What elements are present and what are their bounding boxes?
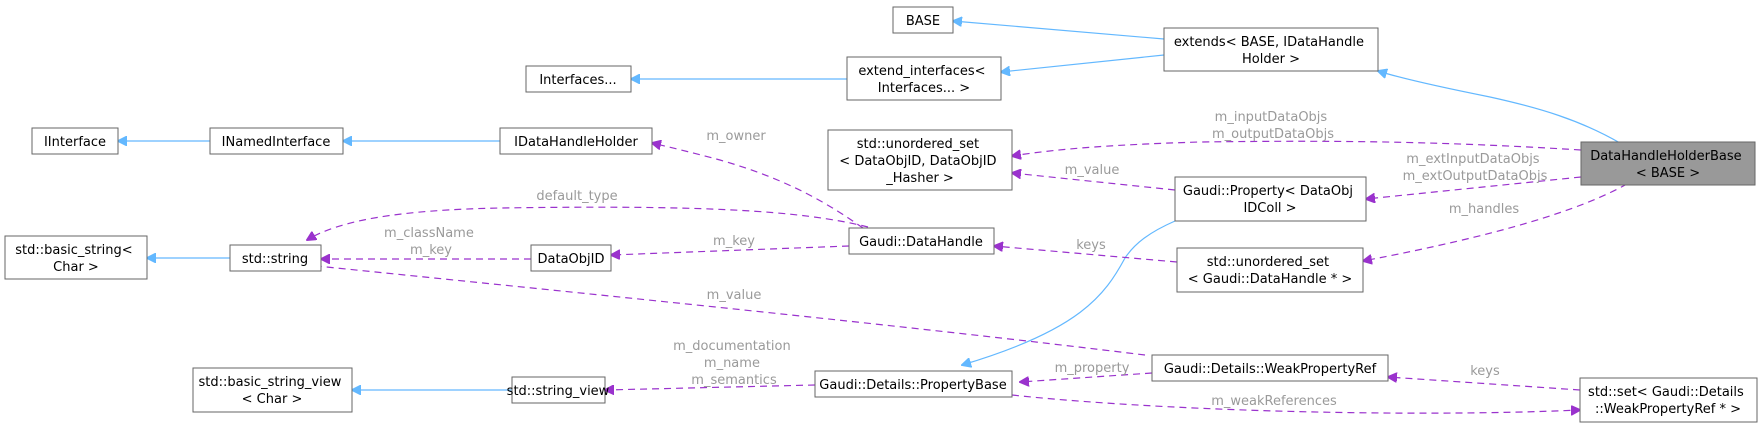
node-dataobjid-label: DataObjID	[538, 252, 605, 267]
node-extend-interfaces[interactable]: extend_interfaces< Interfaces... >	[846, 56, 1002, 101]
node-propertybase-label: Gaudi::Details::PropertyBase	[819, 378, 1006, 393]
edge-holderbase-to-unordered-set-dataobjid	[1012, 140, 1582, 156]
node-std-string-label: std::string	[242, 252, 308, 267]
node-inamedinterface[interactable]: INamedInterface	[209, 127, 344, 155]
node-idatahandleholder-label: IDataHandleHolder	[514, 135, 638, 150]
edge-holderbase-to-property	[1366, 176, 1582, 199]
edge-datahandle-to-std-string-default-type	[307, 206, 869, 240]
label-m-weakreferences: m_weakReferences	[1211, 394, 1337, 409]
label-ext-input-output-dataobjs: m_extInputDataObjs m_extOutputDataObjs	[1403, 152, 1548, 184]
edge-datahandleholderbase-to-extends	[1378, 71, 1621, 144]
node-unordered-set-dataobjid-label: std::unordered_set < DataObjID, DataObjI…	[839, 137, 1000, 186]
node-gaudi-datahandle[interactable]: Gaudi::DataHandle	[848, 227, 995, 255]
node-unordered-set-datahandle-label: std::unordered_set < Gaudi::DataHandle *…	[1188, 255, 1352, 287]
node-gaudi-property[interactable]: Gaudi::Property< DataObj IDColl >	[1174, 176, 1367, 222]
label-classname-key: m_className m_key	[384, 226, 478, 258]
node-std-basic-string[interactable]: std::basic_string< Char >	[4, 235, 148, 280]
edge-labels: m_owner default_type m_className m_key m…	[384, 110, 1548, 409]
label-m-value-bottom: m_value	[707, 288, 762, 303]
node-idatahandleholder[interactable]: IDataHandleHolder	[499, 127, 653, 155]
node-weakpropertyref[interactable]: Gaudi::Details::WeakPropertyRef	[1151, 354, 1389, 382]
node-weakpropertyref-label: Gaudi::Details::WeakPropertyRef	[1164, 362, 1377, 377]
node-std-string-view[interactable]: std::string_view	[507, 376, 610, 404]
node-iinterface-label: IInterface	[44, 135, 106, 150]
node-dataobjid[interactable]: DataObjID	[530, 244, 612, 272]
node-propertybase[interactable]: Gaudi::Details::PropertyBase	[814, 370, 1013, 398]
label-m-value-top: m_value	[1065, 163, 1120, 178]
edge-holderbase-to-unordered-set-datahandle	[1363, 183, 1628, 261]
label-doc-name-semantics: m_documentation m_name m_semantics	[673, 339, 795, 388]
label-default-type: default_type	[536, 189, 617, 204]
node-base-label: BASE	[906, 14, 940, 29]
label-input-output-dataobjs: m_inputDataObjs m_outputDataObjs	[1212, 110, 1334, 142]
node-inamedinterface-label: INamedInterface	[222, 135, 331, 150]
label-m-owner: m_owner	[706, 129, 766, 144]
inheritance-edges	[118, 21, 1621, 390]
node-std-basic-string-view-label: std::basic_string_view < Char >	[198, 375, 345, 407]
nodes: BASE extends< BASE, IDataHandle Holder >…	[4, 6, 1758, 423]
edge-extends-to-extend-interfaces	[1001, 54, 1165, 72]
node-unordered-set-datahandle[interactable]: std::unordered_set < Gaudi::DataHandle *…	[1176, 247, 1364, 293]
node-iinterface[interactable]: IInterface	[31, 127, 119, 155]
edge-datahandle-to-idatahandleholder	[652, 143, 864, 229]
node-extends-label: extends< BASE, IDataHandle Holder >	[1174, 35, 1368, 67]
node-std-basic-string-view[interactable]: std::basic_string_view < Char >	[192, 367, 353, 413]
edge-extends-to-base	[953, 21, 1165, 40]
edge-set-weakref-to-weakpropertyref	[1388, 377, 1581, 391]
edge-datahandle-to-dataobjid	[611, 245, 850, 255]
node-extend-interfaces-label: extend_interfaces< Interfaces... >	[858, 64, 989, 96]
edge-weakpropertyref-to-propertybase	[1020, 372, 1153, 382]
node-datahandleholderbase[interactable]: DataHandleHolderBase < BASE >	[1580, 141, 1756, 186]
node-gaudi-property-label: Gaudi::Property< DataObj IDColl >	[1183, 184, 1357, 216]
node-extends[interactable]: extends< BASE, IDataHandle Holder >	[1163, 27, 1379, 72]
edge-unordered-set-datahandle-to-datahandle	[994, 246, 1178, 263]
edge-property-to-propertybase	[962, 220, 1176, 365]
label-m-handles: m_handles	[1449, 202, 1519, 217]
label-keys-mid: keys	[1076, 238, 1106, 253]
node-std-string[interactable]: std::string	[229, 244, 322, 272]
usage-edges	[307, 140, 1628, 413]
node-datahandleholderbase-label: DataHandleHolderBase < BASE >	[1590, 149, 1746, 181]
node-unordered-set-dataobjid[interactable]: std::unordered_set < DataObjID, DataObjI…	[827, 129, 1013, 191]
edge-propertybase-to-set-weakref	[1011, 394, 1580, 413]
node-std-string-view-label: std::string_view	[507, 384, 610, 399]
node-std-set-weakref[interactable]: std::set< Gaudi::Details ::WeakPropertyR…	[1579, 377, 1758, 423]
node-std-basic-string-label: std::basic_string< Char >	[15, 243, 136, 275]
edge-property-to-unordered-set-dataobjid	[1012, 173, 1176, 191]
node-std-set-weakref-label: std::set< Gaudi::Details ::WeakPropertyR…	[1588, 385, 1748, 417]
edge-weakpropertyref-to-std-string	[307, 265, 1146, 356]
node-gaudi-datahandle-label: Gaudi::DataHandle	[859, 235, 983, 250]
node-interfaces[interactable]: Interfaces...	[525, 65, 632, 93]
node-base[interactable]: BASE	[892, 6, 954, 34]
label-m-property: m_property	[1055, 361, 1130, 376]
node-interfaces-label: Interfaces...	[539, 73, 616, 88]
label-m-key: m_key	[713, 234, 755, 249]
label-keys-bottom: keys	[1470, 364, 1500, 379]
